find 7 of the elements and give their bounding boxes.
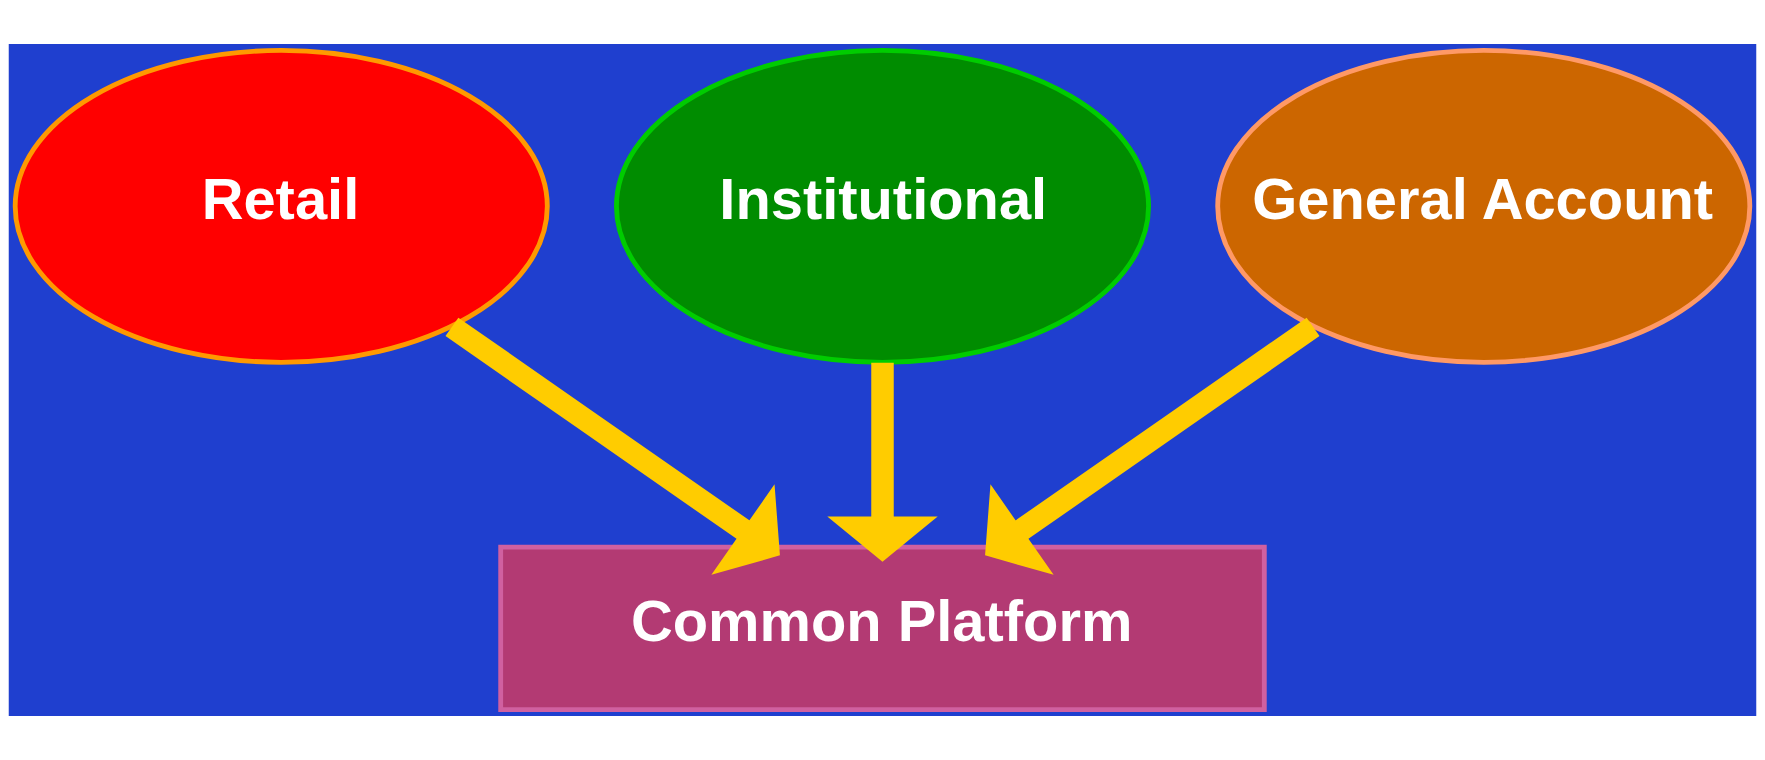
node-ellipse: Retail: [12, 48, 550, 365]
node-ellipse: General Account: [1215, 48, 1753, 365]
node-ellipse: Institutional: [614, 48, 1151, 365]
arrow: [985, 317, 1320, 575]
arrow: [827, 362, 938, 562]
node-box: Common Platform: [498, 544, 1267, 712]
arrow: [445, 317, 780, 575]
